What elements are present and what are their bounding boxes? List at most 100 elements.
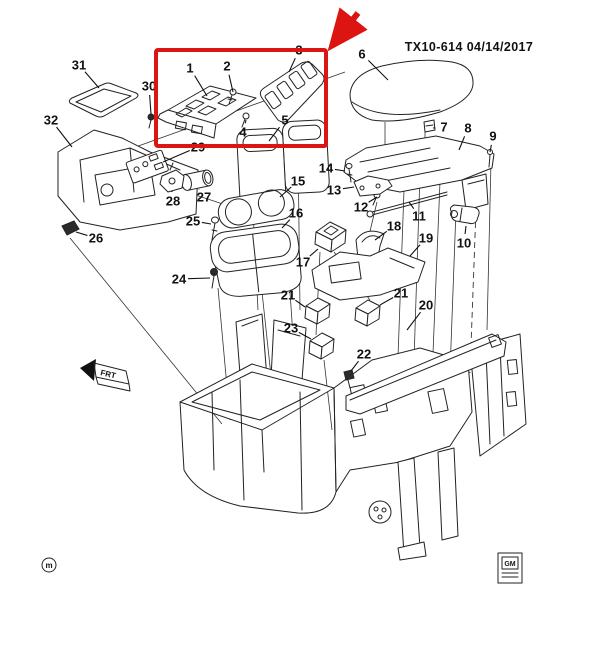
callout-15: 15 (279, 174, 305, 198)
svg-text:1: 1 (186, 61, 193, 76)
callout-11: 11 (408, 201, 426, 224)
svg-text:12: 12 (354, 200, 368, 215)
svg-text:10: 10 (457, 236, 471, 251)
svg-text:2: 2 (223, 59, 230, 74)
svg-text:16: 16 (289, 206, 303, 221)
callout-31: 31 (72, 58, 100, 89)
callout-24: 24 (172, 272, 211, 287)
svg-text:22: 22 (357, 347, 371, 362)
callout-32: 32 (44, 113, 73, 148)
part-1-switch-assembly (157, 85, 257, 139)
callout-7: 7 (432, 120, 448, 135)
svg-text:13: 13 (327, 183, 341, 198)
callout-26: 26 (75, 231, 103, 246)
svg-text:21: 21 (281, 288, 295, 303)
part-22-clip (343, 369, 355, 389)
svg-text:8: 8 (464, 121, 471, 136)
callout-21: 21 (281, 288, 306, 308)
part-16-cupholder-body (209, 223, 302, 297)
callout-22: 22 (350, 347, 371, 372)
svg-text:11: 11 (412, 209, 426, 224)
part-6-armrest-lid (349, 59, 474, 122)
callout-20: 20 (406, 298, 433, 331)
svg-text:5: 5 (281, 113, 288, 128)
svg-text:6: 6 (358, 47, 365, 62)
highlight-box (154, 48, 328, 148)
callout-29: 29 (162, 140, 205, 163)
callout-28: 28 (166, 190, 180, 209)
part-14-screw (345, 163, 353, 183)
console-body (179, 313, 527, 561)
svg-text:31: 31 (72, 58, 86, 73)
callout-27: 27 (197, 188, 211, 205)
callout-17: 17 (296, 248, 319, 270)
part-23-switch (308, 332, 335, 360)
part-17-switch (314, 221, 347, 253)
publisher-mark: m (41, 557, 57, 573)
part-20-sill-trim (345, 333, 507, 415)
svg-text:17: 17 (296, 255, 310, 270)
svg-text:14: 14 (319, 161, 334, 176)
svg-text:9: 9 (489, 129, 496, 144)
callout-13: 13 (327, 183, 355, 198)
part-32-console-trim (57, 129, 199, 231)
callout-16: 16 (281, 206, 303, 229)
callout-1: 1 (186, 61, 208, 97)
callout-6: 6 (358, 47, 389, 81)
callout-30: 30 (142, 79, 156, 115)
svg-text:28: 28 (166, 194, 180, 209)
svg-text:32: 32 (44, 113, 58, 128)
part-10-latch-handle (449, 204, 480, 225)
part-13-bracket (353, 175, 393, 197)
part-25-screw (211, 216, 219, 241)
svg-text:21: 21 (394, 286, 408, 301)
callout-8: 8 (458, 121, 472, 151)
svg-text:7: 7 (440, 120, 447, 135)
gm-logo: GM (497, 552, 523, 584)
publisher-mark-letter: m (45, 561, 52, 570)
part-26-clip (61, 220, 80, 236)
callout-23: 23 (284, 321, 312, 340)
svg-text:19: 19 (419, 231, 433, 246)
callout-4: 4 (239, 119, 247, 140)
svg-text:27: 27 (197, 190, 211, 205)
svg-text:18: 18 (387, 219, 401, 234)
part-29-switch-panel (125, 149, 169, 184)
part-7-latch (423, 119, 436, 133)
callout-21: 21 (379, 286, 408, 306)
frt-label: FRT (100, 368, 117, 380)
callout-14: 14 (319, 161, 346, 176)
highlight-layer (154, 7, 368, 148)
callout-12: 12 (354, 196, 378, 215)
svg-text:23: 23 (284, 321, 298, 336)
part-21-switch-left (304, 297, 331, 325)
callout-9: 9 (489, 129, 497, 153)
svg-text:15: 15 (291, 174, 305, 189)
callout-18: 18 (374, 219, 401, 241)
part-15-cupholder-retainer (217, 189, 295, 229)
callout-10: 10 (457, 225, 471, 251)
frt-arrow-icon: FRT (80, 359, 131, 392)
callout-19: 19 (409, 231, 433, 257)
svg-text:30: 30 (142, 79, 156, 94)
highlight-arrow-icon (327, 7, 368, 52)
svg-text:4: 4 (239, 125, 247, 140)
part-19-switch-carrier (311, 247, 426, 301)
part-3-switch-bezel (259, 60, 325, 123)
part-8-console-frame (343, 135, 495, 211)
callout-5: 5 (268, 113, 289, 142)
drawing-number: TX10-614 04/14/2017 (405, 40, 534, 54)
part-4-screw (241, 112, 250, 128)
part-31-mat (68, 82, 139, 118)
callout-2: 2 (223, 59, 234, 93)
callout-25: 25 (186, 214, 212, 229)
part-28-bracket (159, 162, 185, 193)
svg-text:26: 26 (89, 231, 103, 246)
part-21-switch-right (354, 299, 381, 327)
svg-text:20: 20 (419, 298, 433, 313)
part-24-push-pin (210, 268, 218, 289)
gm-logo-text: GM (504, 561, 515, 568)
svg-text:25: 25 (186, 214, 200, 229)
